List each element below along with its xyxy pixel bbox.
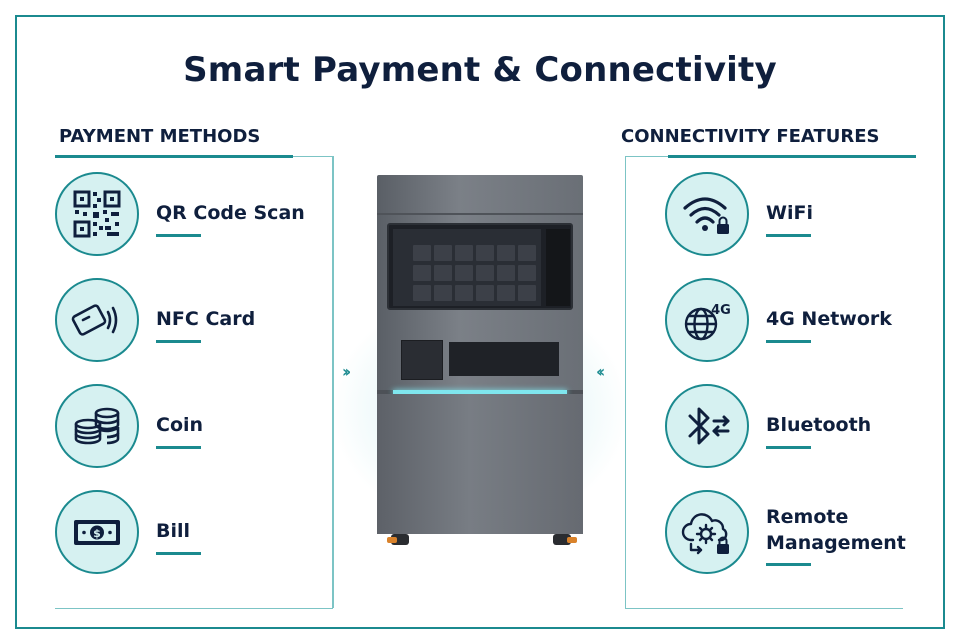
- payment-bracket-bottom: [55, 608, 333, 609]
- menu-tile: [497, 245, 515, 261]
- machine-top-seam: [377, 213, 583, 215]
- payment-item-underline: [156, 234, 201, 237]
- menu-tile: [434, 245, 452, 261]
- network-badge-text: 4G: [711, 303, 731, 318]
- menu-tile: [413, 245, 431, 261]
- page-title: Smart Payment & Connectivity: [183, 50, 777, 90]
- menu-tile: [518, 245, 536, 261]
- banknote-icon: $: [55, 490, 139, 574]
- menu-tile: [497, 265, 515, 281]
- dispense-window: [449, 342, 559, 376]
- menu-tile: [476, 245, 494, 261]
- menu-tile: [413, 265, 431, 281]
- svg-text:$: $: [93, 527, 101, 540]
- connectivity-features-heading: CONNECTIVITY FEATURES: [621, 126, 880, 147]
- payment-item-underline: [156, 340, 201, 343]
- menu-tile: [476, 285, 494, 301]
- menu-tile: [455, 285, 473, 301]
- menu-tile: [497, 285, 515, 301]
- payment-item-underline: [156, 552, 201, 555]
- machine-led-strip: [393, 390, 567, 394]
- connectivity-heading-underline: [668, 155, 916, 158]
- connectivity-item-underline: [766, 446, 811, 449]
- menu-tile: [413, 285, 431, 301]
- payment-methods-heading: PAYMENT METHODS: [59, 126, 261, 147]
- menu-tile: [434, 265, 452, 281]
- connectivity-item-label: Bluetooth: [766, 414, 872, 436]
- payment-item-qr-code: QR Code Scan: [55, 172, 315, 256]
- payment-heading-underline: [55, 155, 293, 158]
- qr-code-icon: [55, 172, 139, 256]
- double-chevron-right-icon: ››: [342, 362, 351, 381]
- connectivity-bracket-bottom: [625, 608, 903, 609]
- connectivity-bracket-vertical: [625, 156, 626, 608]
- machine-side-panel: [546, 229, 570, 306]
- wifi-lock-icon: [665, 172, 749, 256]
- bluetooth-icon: [665, 384, 749, 468]
- connectivity-bracket-top: [625, 156, 668, 157]
- double-chevron-left-icon: ‹‹: [596, 362, 605, 381]
- machine-menu-display: [393, 229, 541, 306]
- machine-touchscreen: [387, 223, 573, 310]
- machine-caster: [387, 537, 397, 543]
- menu-tile: [434, 285, 452, 301]
- connectivity-item-bluetooth: Bluetooth: [665, 384, 935, 468]
- payment-item-bill: $ Bill: [55, 490, 315, 574]
- connectivity-item-underline: [766, 563, 811, 566]
- menu-tile: [455, 245, 473, 261]
- payment-item-label: QR Code Scan: [156, 202, 305, 224]
- vending-machine-image: [377, 175, 583, 545]
- connectivity-item-underline: [766, 234, 811, 237]
- payment-bracket-top: [293, 156, 333, 608]
- menu-tile: [455, 265, 473, 281]
- connectivity-item-wifi: WiFi: [665, 172, 935, 256]
- globe-4g-icon: 4G: [665, 278, 749, 362]
- payment-item-underline: [156, 446, 201, 449]
- payment-item-label: Bill: [156, 520, 191, 542]
- connectivity-item-label-line2: Management: [766, 532, 906, 554]
- connectivity-item-label: WiFi: [766, 202, 813, 224]
- payment-item-nfc-card: NFC Card: [55, 278, 315, 362]
- machine-foot: [553, 534, 571, 545]
- nfc-card-icon: [55, 278, 139, 362]
- diagram-frame: [15, 15, 945, 629]
- cup-dispenser: [401, 340, 443, 380]
- menu-tile: [518, 265, 536, 281]
- payment-item-label: Coin: [156, 414, 204, 436]
- machine-caster: [567, 537, 577, 543]
- coin-stack-icon: [55, 384, 139, 468]
- connectivity-item-remote-management: Remote Management: [665, 490, 935, 574]
- menu-tile: [476, 265, 494, 281]
- menu-tile: [518, 285, 536, 301]
- connectivity-item-label-line1: Remote: [766, 506, 849, 528]
- machine-lower-body: [377, 394, 583, 534]
- machine-foot: [391, 534, 409, 545]
- payment-item-label: NFC Card: [156, 308, 256, 330]
- payment-bracket-vertical: [333, 156, 334, 608]
- connectivity-item-label: 4G Network: [766, 308, 892, 330]
- payment-item-coin: Coin: [55, 384, 315, 468]
- connectivity-item-4g: 4G 4G Network: [665, 278, 935, 362]
- connectivity-item-underline: [766, 340, 811, 343]
- cloud-gear-icon: [665, 490, 749, 574]
